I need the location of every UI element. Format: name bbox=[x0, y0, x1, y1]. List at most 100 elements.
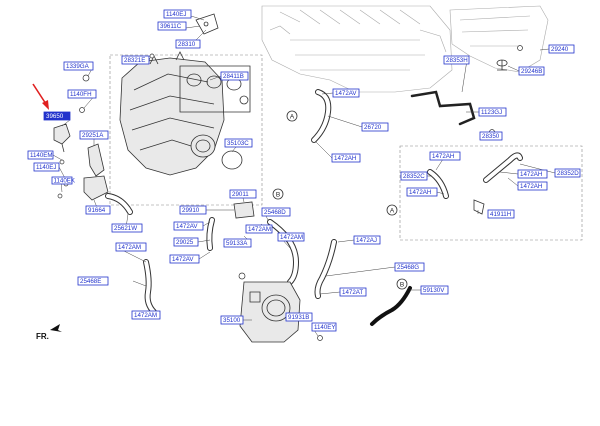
valve-29910 bbox=[206, 201, 255, 251]
callout[interactable]: 1140EJ bbox=[163, 9, 192, 19]
svg-text:28321E: 28321E bbox=[124, 57, 145, 64]
callout[interactable]: 1472AH bbox=[406, 187, 438, 197]
callout[interactable]: 28321E bbox=[121, 55, 150, 65]
callout[interactable]: 1472AH bbox=[429, 151, 461, 161]
svg-text:1472AH: 1472AH bbox=[520, 183, 542, 190]
svg-text:35100: 35100 bbox=[223, 317, 241, 324]
callout[interactable]: 1472AH bbox=[331, 153, 361, 163]
bracket-29251A bbox=[87, 143, 105, 177]
throttle-body bbox=[239, 281, 301, 343]
callout[interactable]: 28310 bbox=[175, 39, 201, 49]
svg-text:1140FH: 1140FH bbox=[70, 91, 92, 98]
ref-circle-b: B bbox=[396, 278, 408, 290]
svg-text:1140EJ: 1140EJ bbox=[36, 164, 57, 171]
callout[interactable]: 1472AJ bbox=[353, 235, 381, 245]
callout[interactable]: 25468G bbox=[394, 262, 425, 272]
svg-text:1472AJ: 1472AJ bbox=[356, 237, 377, 244]
callout[interactable]: 1472AM bbox=[115, 242, 147, 252]
callout[interactable]: 25621W bbox=[111, 223, 143, 233]
callout[interactable]: 1140EY bbox=[311, 322, 337, 332]
callout[interactable]: 1472AM bbox=[131, 310, 161, 320]
svg-text:1472AV: 1472AV bbox=[172, 256, 194, 263]
callout[interactable]: 59130V bbox=[420, 285, 449, 295]
callout[interactable]: 29246B bbox=[518, 66, 545, 76]
callout[interactable]: 1472AH bbox=[517, 169, 548, 179]
callout[interactable]: 1123GJ bbox=[478, 107, 507, 117]
svg-text:29240: 29240 bbox=[551, 46, 569, 53]
callout[interactable]: 1472AM bbox=[245, 224, 273, 234]
svg-text:1472AM: 1472AM bbox=[134, 312, 157, 319]
svg-text:91931B: 91931B bbox=[288, 314, 309, 321]
bracket-28310 bbox=[195, 13, 219, 35]
callout[interactable]: 59133A bbox=[223, 238, 252, 248]
callout[interactable]: 1140EK bbox=[51, 176, 76, 185]
callout[interactable]: 25468E bbox=[77, 276, 109, 286]
svg-text:29251A: 29251A bbox=[82, 132, 104, 139]
callout[interactable]: 41911H bbox=[487, 209, 515, 219]
callout[interactable]: 91664 bbox=[85, 205, 111, 215]
callout[interactable]: 29025 bbox=[173, 237, 199, 247]
callout[interactable]: 28411B bbox=[220, 71, 249, 81]
svg-text:1140EY: 1140EY bbox=[314, 324, 336, 331]
front-direction-indicator: FR. bbox=[36, 324, 62, 341]
callout[interactable]: 1140EM bbox=[27, 150, 54, 160]
callout[interactable]: 39611C bbox=[157, 21, 187, 31]
pointer-arrow-icon bbox=[32, 83, 49, 110]
callout[interactable]: 29251A bbox=[79, 130, 109, 140]
callout[interactable]: 1472AM bbox=[277, 232, 305, 242]
callout[interactable]: 35103C bbox=[224, 138, 253, 148]
svg-text:28353H: 28353H bbox=[446, 57, 468, 64]
svg-text:B: B bbox=[400, 282, 404, 289]
bracket-91664 bbox=[83, 175, 109, 201]
callout[interactable]: 1472AT bbox=[339, 287, 367, 297]
ref-circle-a: A bbox=[386, 204, 398, 216]
callout[interactable]: 25468D bbox=[261, 207, 291, 217]
callout[interactable]: 29910 bbox=[179, 205, 207, 215]
svg-text:29025: 29025 bbox=[176, 239, 194, 246]
svg-text:29910: 29910 bbox=[182, 207, 200, 214]
svg-text:28352D: 28352D bbox=[557, 170, 579, 177]
svg-text:91664: 91664 bbox=[88, 207, 106, 214]
callout[interactable]: 28353H bbox=[443, 55, 470, 65]
callout[interactable]: 91931B bbox=[285, 312, 313, 322]
callout[interactable]: 1140EJ bbox=[33, 162, 60, 172]
callout[interactable]: 29011 bbox=[229, 189, 257, 199]
svg-text:39650: 39650 bbox=[46, 113, 64, 120]
callout[interactable]: 1140FH bbox=[67, 89, 97, 99]
manifold-assembly-box bbox=[109, 54, 263, 206]
svg-text:1472AH: 1472AH bbox=[334, 155, 356, 162]
hose-25468D bbox=[267, 219, 300, 285]
callout[interactable]: 28352D bbox=[554, 168, 581, 178]
callout[interactable]: 1472AV bbox=[169, 254, 200, 264]
callout[interactable]: 26720 bbox=[361, 122, 389, 132]
callout[interactable]: 29240 bbox=[548, 44, 575, 54]
callout-highlighted[interactable]: 39650 bbox=[43, 111, 71, 121]
svg-text:1472AT: 1472AT bbox=[342, 289, 363, 296]
callout[interactable]: 35100 bbox=[220, 315, 244, 325]
svg-text:1140EK: 1140EK bbox=[54, 178, 76, 185]
svg-text:1472AM: 1472AM bbox=[248, 226, 271, 233]
svg-text:25468D: 25468D bbox=[264, 209, 286, 216]
svg-text:1339GA: 1339GA bbox=[66, 63, 90, 70]
svg-text:A: A bbox=[390, 208, 395, 215]
callout[interactable]: 28350 bbox=[479, 131, 503, 141]
svg-text:1140EJ: 1140EJ bbox=[166, 11, 187, 18]
svg-text:1472AV: 1472AV bbox=[176, 223, 198, 230]
callout[interactable]: 1472AV bbox=[173, 221, 204, 231]
svg-text:1472AV: 1472AV bbox=[335, 90, 357, 97]
svg-text:26720: 26720 bbox=[364, 124, 382, 131]
svg-text:59130V: 59130V bbox=[423, 287, 445, 294]
callout[interactable]: 1472AV bbox=[332, 88, 360, 98]
svg-text:59133A: 59133A bbox=[226, 240, 248, 247]
intake-manifold bbox=[119, 51, 225, 176]
callout[interactable]: 1472AH bbox=[517, 181, 548, 191]
svg-text:B: B bbox=[276, 192, 280, 199]
callout[interactable]: 1339GA bbox=[63, 61, 94, 71]
callout[interactable]: 28352C bbox=[400, 171, 428, 181]
svg-text:1472AH: 1472AH bbox=[432, 153, 454, 160]
svg-text:28350: 28350 bbox=[482, 133, 500, 140]
svg-text:A: A bbox=[290, 114, 295, 121]
svg-text:25468E: 25468E bbox=[80, 278, 101, 285]
svg-text:39611C: 39611C bbox=[160, 23, 182, 30]
